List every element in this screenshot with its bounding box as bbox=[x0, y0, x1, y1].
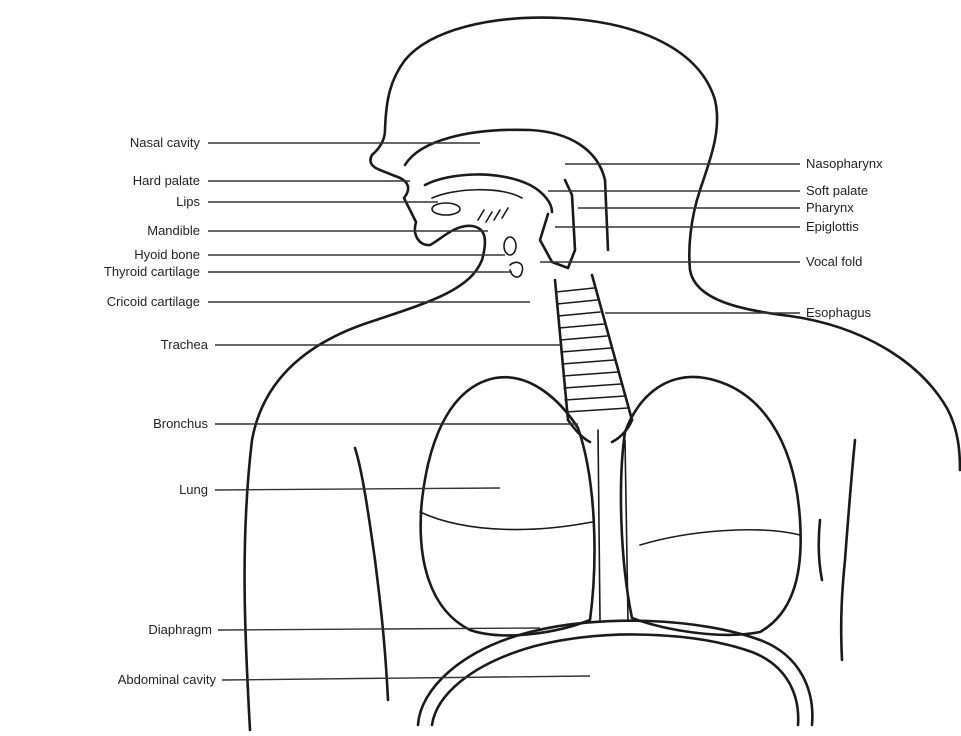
right-leader-lines bbox=[540, 164, 800, 313]
teeth-marks bbox=[478, 208, 508, 222]
diaphragm bbox=[418, 621, 812, 725]
right-labels: Nasopharynx Soft palate Pharynx Epiglott… bbox=[806, 156, 883, 320]
label-bronchus: Bronchus bbox=[153, 416, 208, 431]
left-arm-line bbox=[355, 448, 388, 700]
label-abdominal-cavity: Abdominal cavity bbox=[118, 672, 217, 687]
label-diaphragm: Diaphragm bbox=[148, 622, 212, 637]
left-lung-lobe-line bbox=[420, 512, 592, 530]
lips-shape bbox=[432, 203, 460, 215]
label-esophagus: Esophagus bbox=[806, 305, 872, 320]
tongue-arc bbox=[432, 190, 522, 198]
label-lips: Lips bbox=[176, 194, 200, 209]
label-hard-palate: Hard palate bbox=[133, 173, 200, 188]
pharynx-wall bbox=[540, 180, 575, 268]
right-arm-line bbox=[819, 440, 855, 660]
label-mandible: Mandible bbox=[147, 223, 200, 238]
mediastinum-line bbox=[598, 430, 628, 620]
label-lung: Lung bbox=[179, 482, 208, 497]
left-labels: Nasal cavity Hard palate Lips Mandible H… bbox=[104, 135, 217, 687]
label-cricoid-cartilage: Cricoid cartilage bbox=[107, 294, 200, 309]
label-trachea: Trachea bbox=[161, 337, 209, 352]
right-lung bbox=[621, 377, 801, 635]
label-nasopharynx: Nasopharynx bbox=[806, 156, 883, 171]
label-vocal-fold: Vocal fold bbox=[806, 254, 862, 269]
hyoid-bone-shape bbox=[504, 237, 516, 255]
right-lung-lobe-line bbox=[640, 530, 800, 545]
thyroid-cartilage-shape bbox=[510, 262, 523, 277]
trachea-rings bbox=[555, 275, 632, 420]
label-soft-palate: Soft palate bbox=[806, 183, 868, 198]
label-thyroid-cartilage: Thyroid cartilage bbox=[104, 264, 200, 279]
nasal-cavity-outline bbox=[405, 130, 608, 250]
label-pharynx: Pharynx bbox=[806, 200, 854, 215]
left-lung bbox=[421, 377, 595, 635]
label-nasal-cavity: Nasal cavity bbox=[130, 135, 201, 150]
left-leader-lines bbox=[208, 143, 590, 680]
label-epiglottis: Epiglottis bbox=[806, 219, 859, 234]
label-hyoid-bone: Hyoid bone bbox=[134, 247, 200, 262]
